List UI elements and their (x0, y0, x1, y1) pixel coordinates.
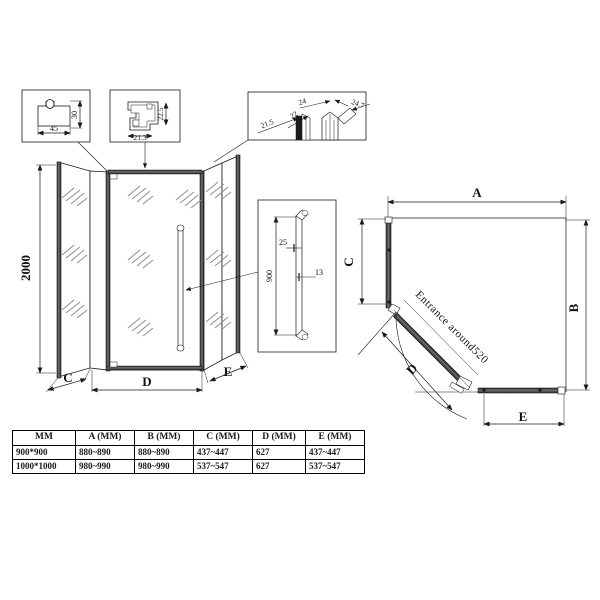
detail3-label-2: 22 (288, 109, 299, 121)
base-label-e: E (224, 364, 233, 379)
handle-offset-top-label: 25 (279, 238, 287, 247)
detail-box-2 (109, 89, 181, 143)
cell-size: 900*900 (12, 444, 76, 461)
table-row: 1000*1000 980~990 980~990 537~547 627 53… (12, 459, 365, 475)
handle-offset-mid-label: 13 (315, 268, 323, 277)
cell-b: 880~890 (134, 444, 194, 461)
header-b: B (MM) (134, 430, 194, 446)
entrance-note: Entrance around520 (413, 289, 491, 367)
header-a: A (MM) (75, 430, 135, 446)
cell-e: 537~547 (305, 459, 365, 475)
plan-label-e: E (519, 409, 528, 424)
cell-size: 1000*1000 (12, 459, 76, 475)
header-mm: MM (12, 430, 76, 446)
table-row: 900*900 880~890 880~890 437~447 627 437~… (12, 444, 365, 461)
cell-d: 627 (252, 459, 306, 475)
plan-label-b: B (566, 303, 581, 312)
header-c: C (MM) (193, 430, 253, 446)
main-height-label: 2000 (18, 255, 33, 281)
cell-c: 437~447 (193, 444, 253, 461)
cell-d: 627 (252, 444, 306, 461)
main-isometric-view (36, 154, 249, 393)
detail1-width-label: 45 (50, 124, 58, 133)
base-label-d: D (142, 374, 151, 389)
plan-label-d: D (403, 360, 420, 377)
cell-c: 537~547 (193, 459, 253, 475)
cell-a: 880~890 (75, 444, 135, 461)
cell-b: 980~990 (134, 459, 194, 475)
detail2-horizontal-label: 21.3 (133, 133, 146, 142)
handle-detail-view (257, 199, 337, 353)
plan-label-a: A (472, 185, 482, 200)
detail3-label-3: 24 (297, 96, 307, 107)
spec-table: MM A (MM) B (MM) C (MM) D (MM) E (MM) 90… (12, 430, 365, 475)
plan-label-c: C (341, 257, 356, 266)
detail-box-1 (21, 89, 91, 143)
detail3-label-4: 24.7 (350, 97, 366, 110)
handle-length-label: 900 (265, 270, 274, 282)
table-header-row: MM A (MM) B (MM) C (MM) D (MM) E (MM) (12, 430, 365, 446)
detail1-height-label: 30 (70, 111, 79, 119)
base-label-c: C (63, 370, 72, 385)
header-e: E (MM) (305, 430, 365, 446)
plan-view (357, 196, 590, 427)
cell-a: 980~990 (75, 459, 135, 475)
header-d: D (MM) (252, 430, 306, 446)
detail2-vertical-label: 22.5 (156, 107, 165, 120)
cell-e: 437~447 (305, 444, 365, 461)
detail-box-3 (247, 91, 371, 141)
